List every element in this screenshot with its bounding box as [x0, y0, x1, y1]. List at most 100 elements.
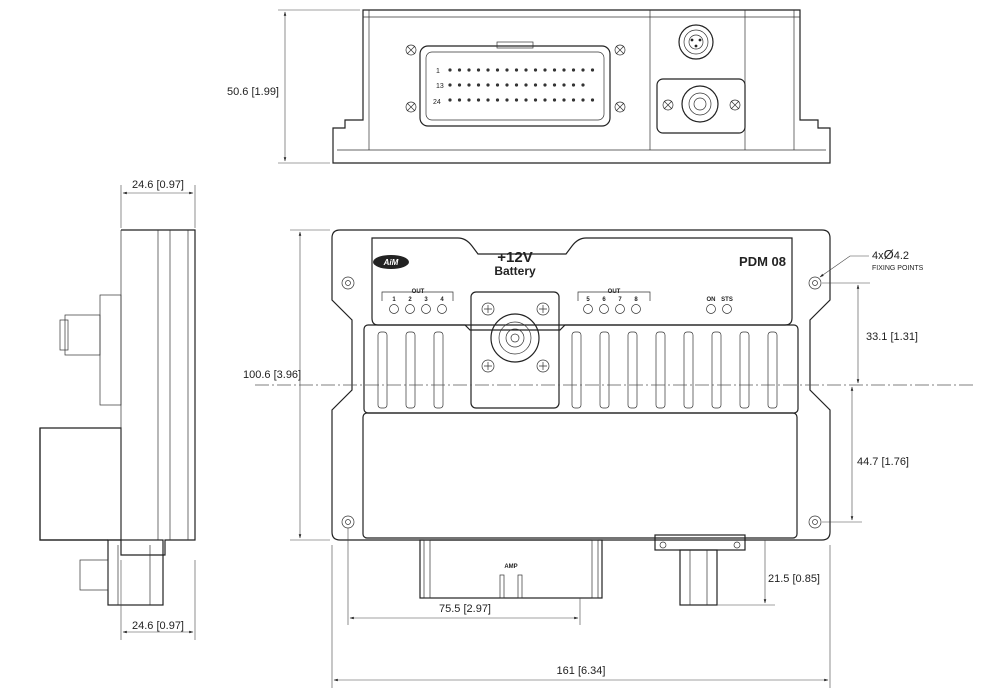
connector-pin	[562, 83, 566, 87]
dim-overall-width: 161 [6.34]	[557, 665, 606, 677]
fixing-count: 4x	[872, 250, 884, 262]
connector-pin	[562, 68, 566, 72]
out-right-num: 7	[618, 297, 622, 303]
dim-connector-offset: 75.5 [2.97]	[439, 603, 491, 615]
fixing-hole-bottom-left	[341, 515, 355, 529]
connector-pin	[571, 98, 576, 102]
cooling-fin	[405, 331, 416, 409]
screw-icon	[614, 101, 626, 113]
led-icon	[421, 304, 431, 314]
cooling-fins	[377, 331, 778, 409]
cooling-fin	[377, 331, 388, 409]
out-right-num: 6	[602, 297, 606, 303]
connector-pin	[590, 98, 595, 102]
status-label: STS	[721, 297, 733, 303]
connector-pin	[543, 98, 547, 102]
dim-front-height: 100.6 [3.96]	[243, 369, 301, 381]
connector-pin	[476, 68, 481, 72]
amp-label: AMP	[504, 564, 517, 570]
out-left-num: 3	[424, 297, 428, 303]
connector-pin	[571, 68, 576, 72]
connector-pin	[543, 83, 547, 87]
led-icon	[722, 304, 732, 314]
brand-logo-text: AiM	[383, 258, 399, 267]
connector-pin	[571, 83, 576, 87]
pin-label-row1: 1	[436, 68, 440, 75]
cooling-fin	[767, 331, 778, 409]
screw-icon	[536, 359, 550, 373]
led-icon	[631, 304, 641, 314]
connector-pin	[486, 98, 490, 102]
connector-pin	[467, 83, 471, 87]
fixing-hole-bottom-right	[808, 515, 822, 529]
dim-connector-height: 21.5 [0.85]	[768, 573, 820, 585]
out-right-num: 5	[586, 297, 590, 303]
top-view: 1 13 24	[332, 9, 831, 164]
connector-pin	[533, 83, 538, 87]
connector-pin	[457, 98, 462, 102]
status-leds: ON STS	[706, 297, 733, 314]
battery-label: Battery	[494, 264, 536, 278]
fixing-hole-top-right	[808, 276, 822, 290]
dim-upper-hole-offset: 33.1 [1.31]	[866, 331, 918, 343]
model-label: PDM 08	[739, 254, 786, 269]
connector-pin	[495, 68, 500, 72]
fixing-hole-top-left	[341, 276, 355, 290]
screw-icon	[481, 359, 495, 373]
led-icon	[615, 304, 625, 314]
dim-top-height: 50.6 [1.99]	[227, 86, 279, 98]
dim-side-top-width: 24.6 [0.97]	[132, 179, 184, 191]
connector-pin	[476, 83, 481, 87]
out-group-right: 5 6 7 8	[583, 297, 641, 314]
cooling-fin	[599, 331, 610, 409]
out-left-num: 2	[408, 297, 412, 303]
connector-pin	[448, 83, 452, 87]
status-label: ON	[707, 297, 716, 303]
connector-pin	[524, 68, 528, 72]
out-left-num: 4	[440, 297, 444, 303]
diameter-symbol: Ø	[884, 247, 894, 262]
connector-pin	[581, 68, 585, 72]
connector-pin	[495, 83, 500, 87]
connector-pin	[590, 68, 595, 72]
connector-pin	[552, 68, 557, 72]
fixing-callout: 4xØ4.2 FIXING POINTS	[872, 247, 924, 272]
connector-pin	[486, 83, 490, 87]
connector-pin	[505, 98, 509, 102]
connector-pin	[533, 98, 538, 102]
round-connector-icon	[678, 24, 714, 60]
cooling-fin	[433, 331, 444, 409]
connector-pin	[581, 83, 585, 87]
svg-text:4xØ4.2: 4xØ4.2	[872, 247, 909, 262]
connector-pin	[533, 68, 538, 72]
connector-pin	[514, 98, 519, 102]
screw-icon	[405, 44, 417, 56]
fixing-diameter: 4.2	[894, 250, 909, 262]
dim-side-bottom-width: 24.6 [0.97]	[132, 620, 184, 632]
led-icon	[437, 304, 447, 314]
connector-pin	[467, 68, 471, 72]
screw-icon	[405, 101, 417, 113]
led-icon	[583, 304, 593, 314]
connector-pin	[476, 98, 481, 102]
battery-voltage-label: +12V	[497, 249, 532, 266]
fixing-note: FIXING POINTS	[872, 265, 924, 272]
cooling-fin	[627, 331, 638, 409]
battery-terminal-icon	[656, 78, 746, 134]
cooling-fin	[711, 331, 722, 409]
connector-pin	[543, 68, 547, 72]
connector-pin	[581, 98, 585, 102]
connector-pin	[524, 98, 528, 102]
battery-stud-icon	[490, 313, 540, 363]
connector-pin	[505, 68, 509, 72]
connector-pin	[448, 98, 452, 102]
led-icon	[389, 304, 399, 314]
cooling-fin	[683, 331, 694, 409]
out-right-num: 8	[634, 297, 638, 303]
connector-pin	[457, 83, 462, 87]
dimension-lines	[120, 9, 975, 688]
connector-pin-grid	[448, 68, 595, 102]
